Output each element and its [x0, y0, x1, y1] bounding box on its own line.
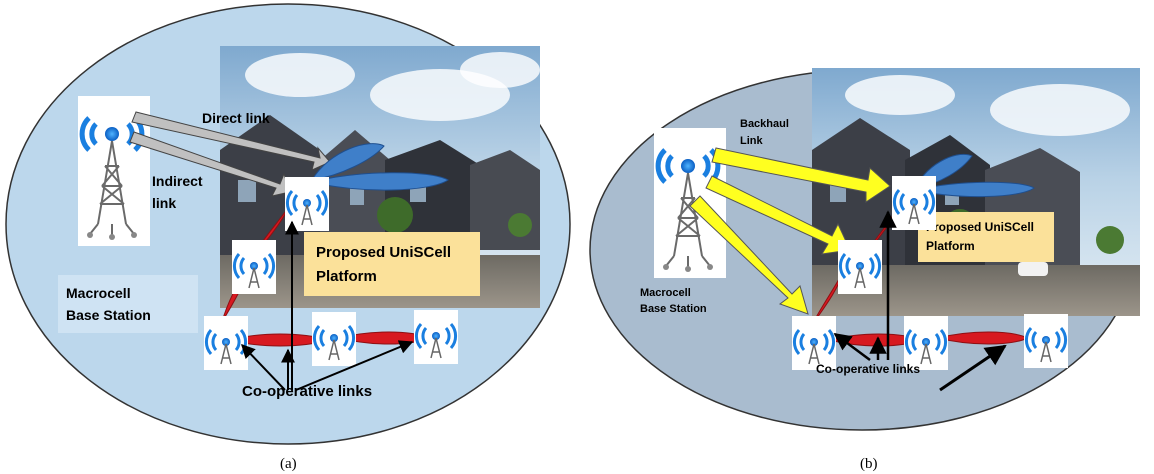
backhaul-link-label-line2: Link	[740, 135, 763, 147]
platform-label-line1-b: Proposed UniSCell	[926, 220, 1034, 234]
macrocell-label-line1-b: Macrocell	[640, 287, 691, 299]
small-cell-node-icon-b-2	[836, 238, 884, 296]
direct-link-arrow	[131, 111, 331, 171]
caption-a: (a)	[280, 456, 297, 472]
small-cell-node-icon-a-3	[202, 314, 250, 372]
direct-link-label: Direct link	[202, 110, 270, 126]
small-cell-node-icon-a-2	[230, 238, 278, 296]
small-cell-node-icon-a-5	[412, 308, 460, 366]
platform-label-box-a	[304, 232, 480, 296]
blue-beam-a-1	[311, 172, 449, 191]
macrocell-label-line1-a: Macrocell	[66, 285, 131, 301]
backhaul-arrow-3	[689, 195, 809, 315]
small-cell-node-icon-a-4	[310, 310, 358, 368]
platform-label-line1-a: Proposed UniSCell	[316, 244, 451, 261]
small-cell-node-icon-b-5	[1022, 312, 1070, 370]
platform-label-line2-a: Platform	[316, 268, 377, 285]
coop-links-label-b: Co-operative links	[816, 362, 920, 376]
backhaul-link-label-line1: Backhaul	[740, 118, 789, 130]
backhaul-arrow-2	[705, 175, 851, 255]
macrocell-label-line2-a: Base Station	[66, 307, 151, 323]
caption-b: (b)	[860, 456, 878, 472]
platform-label-box-b	[918, 212, 1054, 262]
macrocell-label-box-a	[58, 275, 198, 333]
panel-a: Proposed UniSCell Platform Macrocell Bas…	[5, 3, 571, 472]
panel-b: Proposed UniSCell Platform Backhaul Link…	[589, 68, 1140, 472]
blue-beam-a-2	[311, 143, 385, 181]
macrocell-label-line2-b: Base Station	[640, 303, 707, 315]
backhaul-arrow-1	[711, 147, 891, 203]
indirect-link-label-line2: link	[152, 195, 176, 211]
coop-links-label-a: Co-operative links	[242, 383, 372, 400]
platform-label-line2-b: Platform	[926, 239, 975, 253]
small-cell-node-icon-b-1	[890, 174, 938, 232]
indirect-link-arrow	[129, 131, 291, 197]
blue-beam-b-1	[914, 181, 1035, 198]
indirect-link-label-line1: Indirect	[152, 173, 203, 189]
